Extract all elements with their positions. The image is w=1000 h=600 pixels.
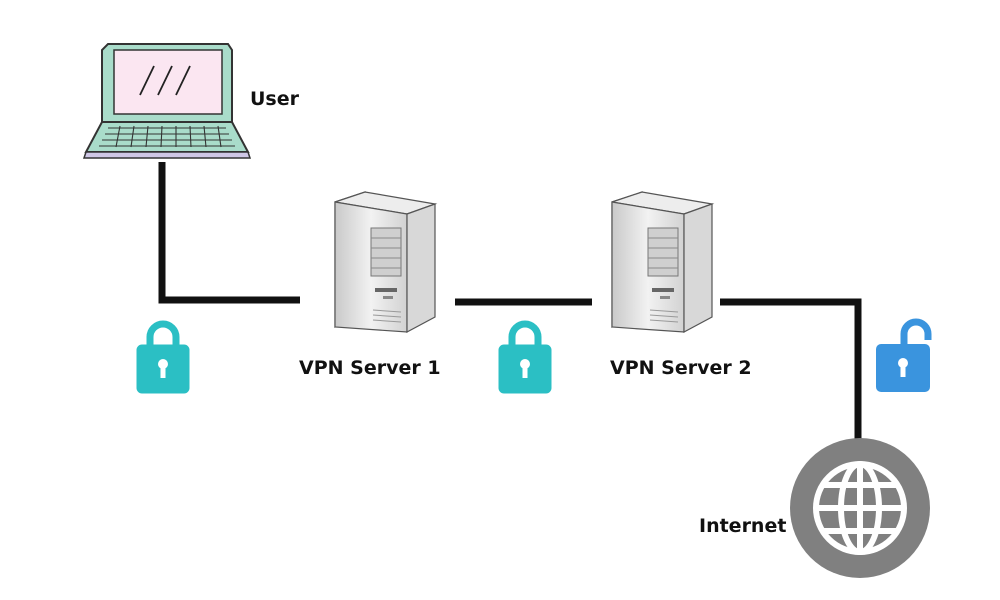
lock-open-icon (876, 318, 932, 392)
lock-closed-icon (499, 324, 551, 393)
vpn-server-1-label: VPN Server 1 (299, 357, 441, 379)
user-label: User (250, 88, 299, 110)
globe-icon (790, 438, 930, 578)
laptop-icon (82, 43, 252, 159)
server-icon (611, 191, 713, 333)
link-vpn2-to-internet (720, 298, 862, 440)
server-icon (334, 191, 436, 333)
lock-closed-icon (137, 324, 189, 393)
link-user-to-vpn1 (158, 162, 300, 304)
vpn-server-2-label: VPN Server 2 (610, 357, 752, 379)
internet-label: Internet (699, 515, 787, 537)
